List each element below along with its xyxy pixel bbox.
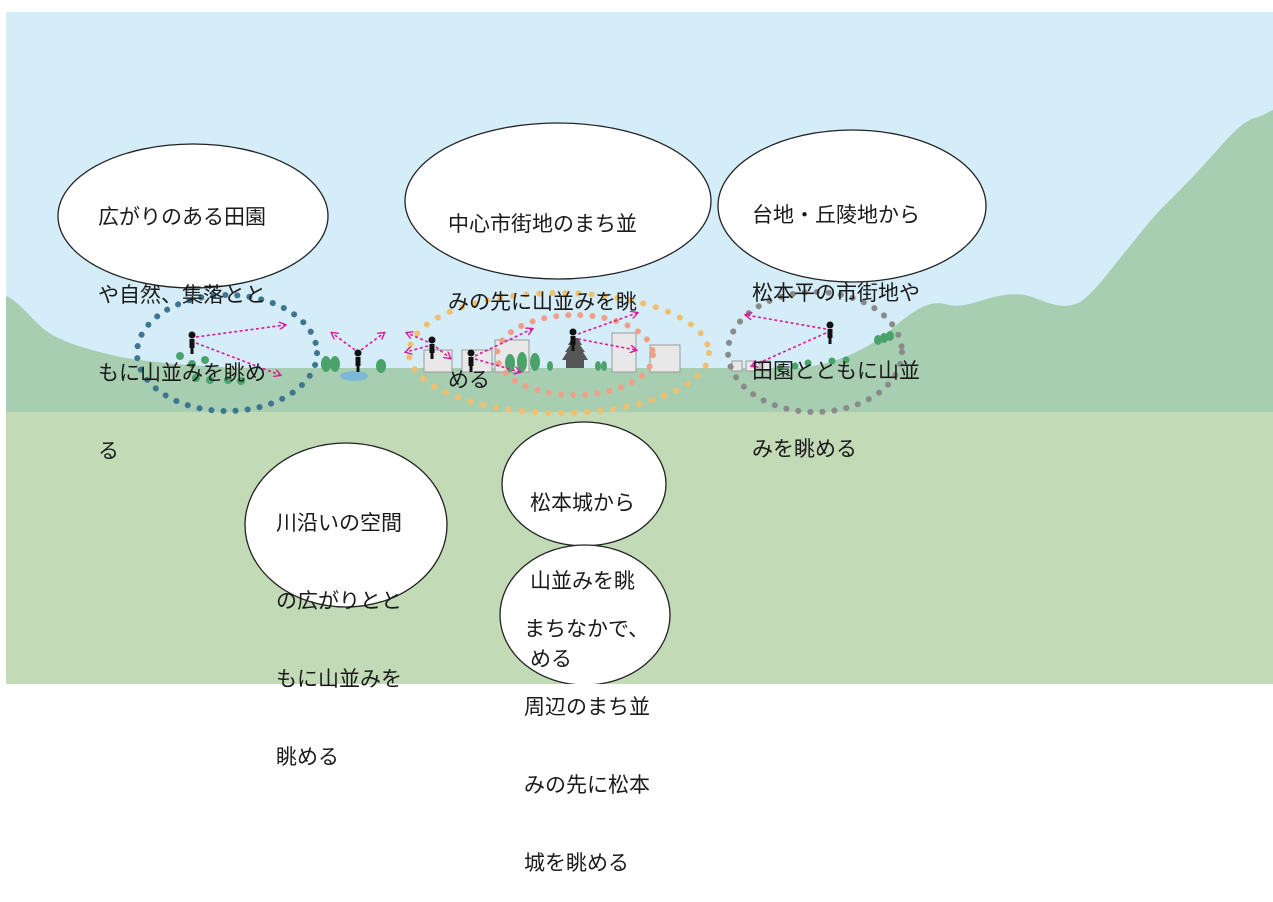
view-arrow-icon: [406, 345, 429, 352]
person-icon: [569, 328, 577, 351]
view-arrow-icon: [577, 338, 636, 350]
tree-icon: [376, 359, 386, 373]
tree-icon: [842, 356, 850, 364]
tree-icon: [530, 353, 540, 371]
building-icon: [731, 360, 743, 372]
callout-bubble-city: [404, 122, 712, 280]
ring-castle: [494, 312, 656, 398]
landscape-scene: [6, 12, 1273, 684]
callout-text-castle-view: まちなかで、 周辺のまち並 みの先に松本 城を眺める: [524, 617, 650, 875]
tree-icon: [224, 376, 232, 384]
person-icon: [467, 349, 475, 372]
view-arrow-icon: [746, 315, 827, 330]
tree-icon: [804, 359, 812, 367]
person-icon: [826, 321, 834, 344]
viewers: [188, 321, 834, 372]
tree-icon: [321, 356, 331, 372]
view-arrow-icon: [332, 333, 356, 351]
trees: [176, 331, 894, 385]
tree-icon: [874, 335, 882, 345]
ring-hill: [725, 289, 905, 415]
tree-icon: [880, 333, 888, 343]
person-icon: [354, 349, 362, 372]
view-arrows: [195, 313, 827, 375]
callout-bubble-hill: [717, 129, 987, 283]
tree-icon: [886, 331, 894, 341]
view-arrow-icon: [407, 333, 429, 343]
tree-icon: [547, 361, 553, 371]
callout-text-city: 中心市街地のまち並 みの先に山並みを眺 める: [448, 212, 637, 392]
view-arrow-icon: [752, 332, 827, 366]
callout-text-castle: 松本城から 山並みを眺 める: [530, 491, 635, 671]
tree-icon: [237, 377, 245, 385]
tree-icon: [505, 354, 515, 372]
tree-icon: [330, 356, 340, 372]
tree-icon: [192, 374, 200, 382]
callout-bubble-castle-view: [499, 544, 671, 684]
tree-icon: [595, 361, 601, 371]
tree-icon: [176, 352, 184, 360]
person-icon: [428, 336, 436, 359]
view-arrow-icon: [195, 342, 280, 375]
view-arrow-icon: [435, 346, 450, 358]
river-pond: [340, 371, 368, 381]
view-arrow-icon: [360, 333, 384, 351]
tree-icon: [188, 360, 196, 368]
callout-bubbles: [57, 122, 987, 684]
tree-icon: [828, 357, 836, 365]
mountain-range: [6, 110, 1273, 420]
tree-icon: [206, 376, 214, 384]
callout-bubble-rural: [57, 143, 329, 289]
person-icon: [188, 331, 196, 354]
tree-icon: [791, 362, 799, 370]
view-arrow-icon: [195, 325, 285, 338]
callout-bubble-river: [244, 442, 448, 608]
callout-text-river: 川沿いの空間 の広がりとと もに山並みを 眺める: [276, 511, 402, 769]
tree-icon: [201, 356, 209, 364]
ring-city: [406, 290, 712, 416]
view-arrow-icon: [577, 313, 637, 335]
tree-icon: [776, 364, 784, 372]
view-arrow-icon: [474, 358, 520, 372]
callout-text-rural: 広がりのある田園 や自然、集落とと もに山並みを眺め る: [98, 205, 266, 463]
ring-rural: [134, 292, 320, 414]
callout-text-hill: 台地・丘陵地から 松本平の市街地や 田園とともに山並 みを眺める: [752, 203, 920, 461]
tree-icon: [601, 361, 607, 371]
